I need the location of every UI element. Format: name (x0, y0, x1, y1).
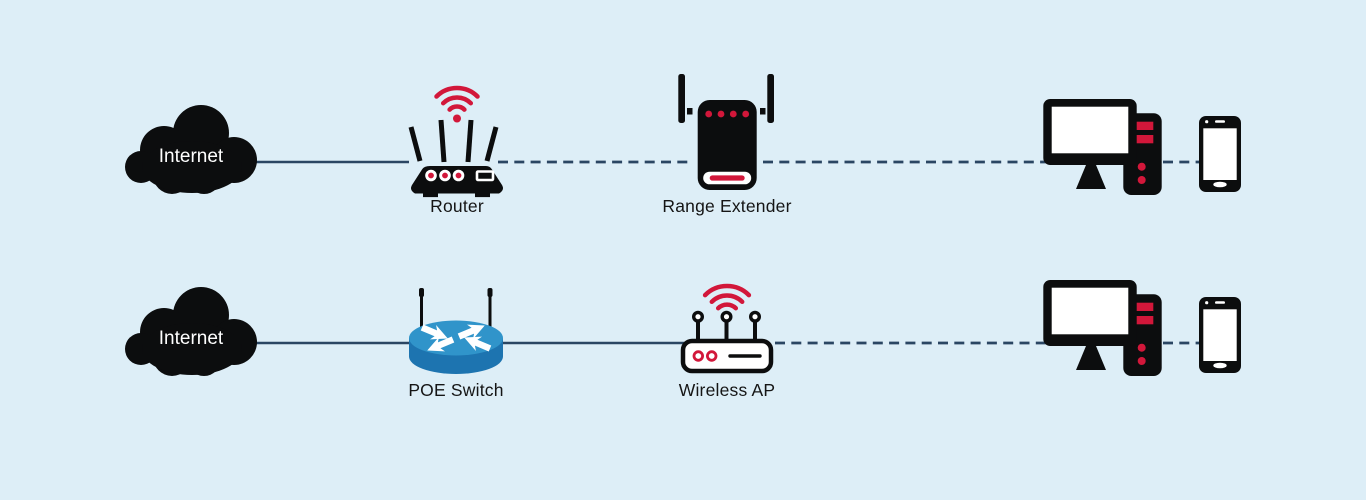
desktop-computer-icon (1043, 99, 1162, 195)
ap-antennas (691, 310, 761, 343)
wifi-signal-icon (434, 85, 480, 123)
smartphone-icon (1199, 297, 1241, 373)
wifi-signal-icon (702, 283, 752, 311)
poe-switch-label: POE Switch (408, 380, 504, 400)
phone-camera (1205, 120, 1209, 124)
internet-cloud-icon: Internet (125, 105, 257, 194)
phone-home-button (1213, 181, 1227, 188)
monitor-stand (1076, 346, 1106, 370)
extender-antenna (767, 74, 774, 123)
extender-nub (760, 108, 766, 115)
smartphone-icon (1199, 116, 1241, 192)
ap-led (692, 350, 704, 362)
extender-nub (687, 108, 693, 115)
router-foot (423, 193, 438, 198)
tower-drive-bay (1130, 316, 1154, 325)
router-leds (425, 169, 495, 182)
internet-label: Internet (159, 146, 224, 167)
extender-antenna (678, 74, 685, 123)
ap-body (680, 338, 774, 374)
phone-screen (1203, 128, 1237, 180)
router-foot (475, 193, 490, 198)
extender-slot-bar (709, 175, 745, 181)
phone-screen (1203, 309, 1237, 361)
phone-speaker (1215, 120, 1225, 123)
phone-speaker (1215, 301, 1225, 304)
internet-cloud-icon: Internet (125, 287, 257, 376)
tower-button (1137, 343, 1146, 352)
poe-switch-icon (409, 288, 503, 374)
tower-drive-bay (1130, 135, 1154, 144)
internet-label: Internet (159, 328, 224, 349)
tower-button (1137, 162, 1146, 171)
extender-leds (705, 110, 750, 118)
desktop-computer-icon (1043, 280, 1162, 376)
router-antennas (408, 119, 499, 163)
range-extender-label: Range Extender (662, 196, 792, 216)
range-extender-icon (678, 74, 774, 190)
extender-body (697, 100, 757, 190)
ap-led (706, 350, 718, 362)
monitor-screen (1051, 287, 1129, 335)
wireless-ap-label: Wireless AP (678, 380, 776, 400)
phone-home-button (1213, 362, 1227, 369)
monitor-stand (1076, 165, 1106, 189)
tower-drive-bay (1130, 121, 1154, 130)
router-icon (408, 85, 503, 198)
switch-route-arrows (420, 324, 492, 352)
tower-drive-bay (1130, 302, 1154, 311)
monitor-screen (1051, 106, 1129, 154)
router-label: Router (430, 196, 484, 216)
phone-camera (1205, 301, 1209, 305)
wireless-ap-icon (680, 283, 774, 374)
tower-button (1137, 357, 1146, 365)
tower-button (1137, 176, 1146, 184)
